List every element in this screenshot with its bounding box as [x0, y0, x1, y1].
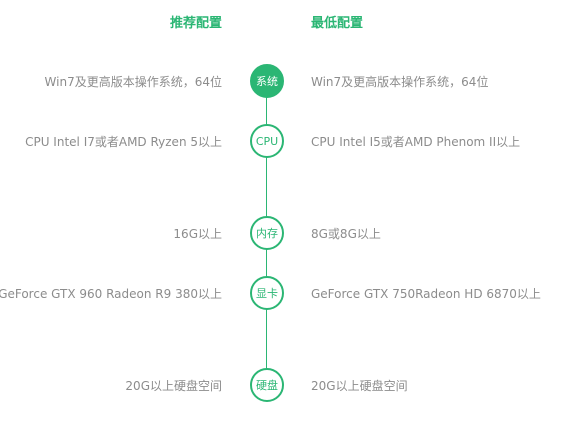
- gpu-node[interactable]: 显卡: [250, 276, 284, 310]
- recommended-header: 推荐配置: [169, 16, 222, 31]
- recommended-system: Win7及更高版本操作系统，64位: [44, 75, 222, 89]
- storage-node[interactable]: 硬盘: [250, 368, 284, 402]
- minimum-gpu: GeForce GTX 750Radeon HD 6870以上: [311, 287, 541, 301]
- recommended-memory: 16G以上: [173, 227, 222, 241]
- spec-row-system: Win7及更高版本操作系统，64位 系统 Win7及更高版本操作系统，64位: [0, 64, 567, 98]
- recommended-cpu: CPU Intel I7或者AMD Ryzen 5以上: [25, 135, 222, 149]
- recommended-storage: 20G以上硬盘空间: [125, 379, 222, 393]
- spec-row-cpu: CPU Intel I7或者AMD Ryzen 5以上 CPU CPU Inte…: [0, 124, 567, 158]
- recommended-gpu: GeForce GTX 960 Radeon R9 380以上: [0, 287, 222, 301]
- memory-node[interactable]: 内存: [250, 216, 284, 250]
- spec-row-gpu: GeForce GTX 960 Radeon R9 380以上 显卡 GeFor…: [0, 276, 567, 310]
- minimum-storage: 20G以上硬盘空间: [311, 379, 408, 393]
- cpu-node[interactable]: CPU: [250, 124, 284, 158]
- spec-row-storage: 20G以上硬盘空间 硬盘 20G以上硬盘空间: [0, 368, 567, 402]
- minimum-system: Win7及更高版本操作系统，64位: [311, 75, 489, 89]
- minimum-header: 最低配置: [311, 16, 364, 31]
- spec-row-memory: 16G以上 内存 8G或8G以上: [0, 216, 567, 250]
- minimum-memory: 8G或8G以上: [311, 227, 381, 241]
- system-node[interactable]: 系统: [250, 64, 284, 98]
- minimum-cpu: CPU Intel I5或者AMD Phenom II以上: [311, 135, 521, 149]
